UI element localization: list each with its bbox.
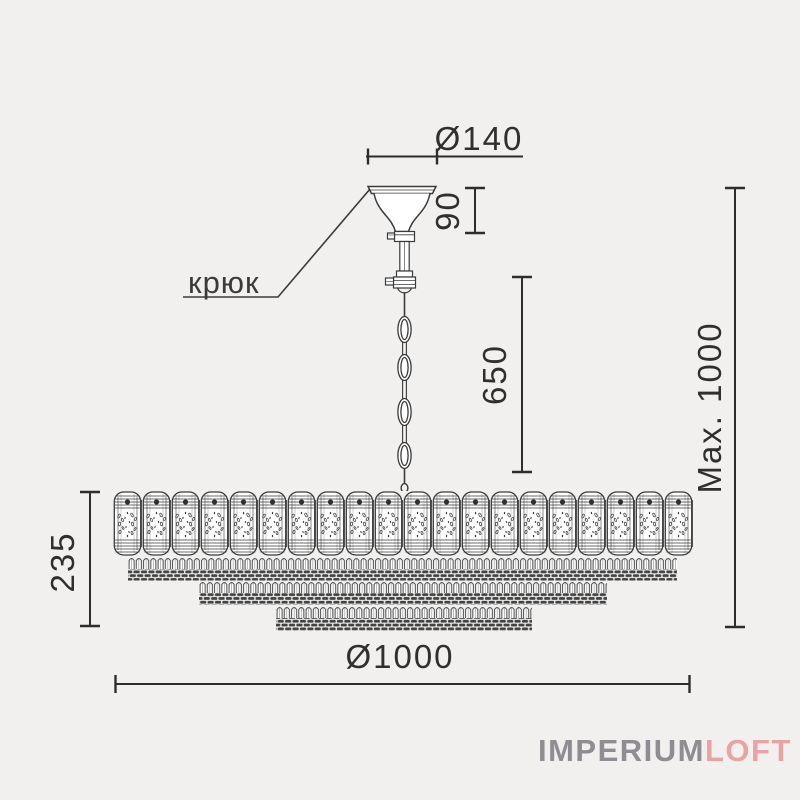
dim-canopy-diameter-label: Ø140 [435, 120, 524, 157]
chandelier-body [113, 491, 693, 631]
canopy-stem-connector [386, 230, 416, 243]
canopy-bell [373, 193, 431, 233]
dim-max-height-label: Max. 1000 [691, 321, 728, 493]
dim-max-height: Max. 1000 [691, 186, 745, 629]
hook-callout: крюк [183, 188, 371, 300]
tier-4 [276, 605, 532, 631]
dim-body-height: 235 [44, 490, 100, 628]
canopy [366, 185, 438, 294]
brand-logo-primary: IMPERIUM [538, 733, 705, 768]
hook-label: крюк [188, 265, 260, 300]
brand-logo-accent: LOFT [705, 733, 792, 768]
dim-chain-length: 650 [476, 275, 532, 474]
dim-body-diameter: Ø1000 [114, 638, 691, 693]
chain [397, 292, 412, 494]
hook-leader-line [183, 188, 371, 298]
dim-body-height-label: 235 [44, 531, 81, 592]
dim-chain-length-label: 650 [476, 344, 513, 405]
dim-canopy-height-label: 90 [429, 190, 466, 231]
dim-canopy-diameter: Ø140 [366, 120, 523, 165]
tier-3 [199, 580, 607, 605]
dim-canopy-height: 90 [429, 186, 485, 235]
hanging-rod [399, 240, 410, 272]
chain-links [397, 315, 412, 470]
tier-2 [128, 556, 677, 581]
dim-body-diameter-label: Ø1000 [345, 638, 454, 675]
tier-1-crystal-drums [113, 491, 693, 556]
chain-coupler [384, 270, 417, 294]
